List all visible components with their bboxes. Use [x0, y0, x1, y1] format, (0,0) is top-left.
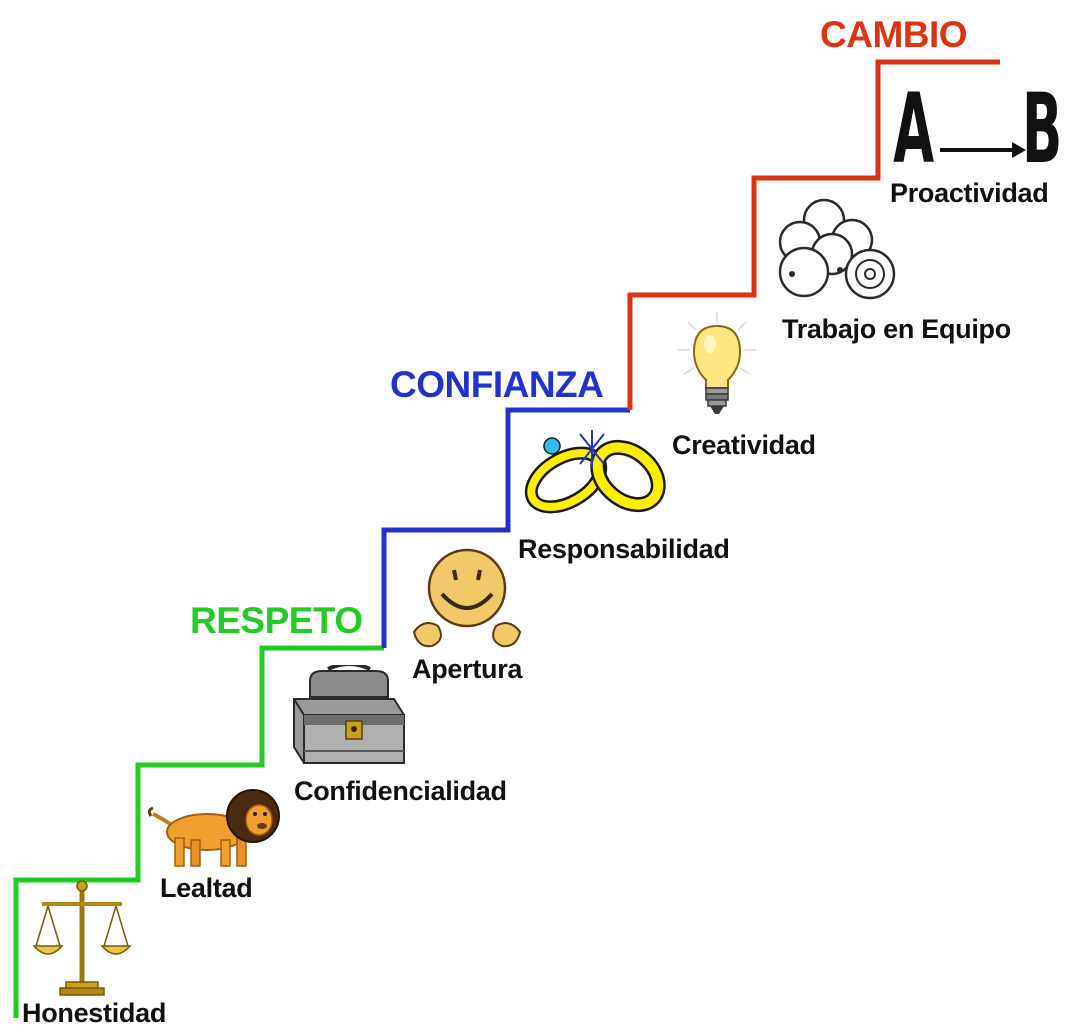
section-label-cambio: CAMBIO [820, 14, 968, 55]
smiley-icon [408, 540, 526, 652]
lightbulb-icon [672, 310, 762, 430]
step-label-honestidad: Honestidad [22, 998, 167, 1028]
chest-icon [290, 665, 408, 767]
section-label-respeto: RESPETO [190, 600, 363, 641]
a-to-b-icon: A B [890, 70, 1060, 170]
cambio-stair-line [627, 59, 1000, 410]
rings-icon [518, 424, 674, 526]
confianza-stair-line [381, 407, 630, 648]
a-to-b-to: B [1022, 74, 1060, 170]
step-label-creatividad: Creatividad [672, 430, 816, 460]
lion-icon [145, 780, 285, 872]
step-label-proactividad: Proactividad [890, 178, 1049, 208]
step-label-lealtad: Lealtad [160, 873, 253, 903]
step-label-responsabilidad: Responsabilidad [518, 534, 730, 564]
step-label-confidencialidad: Confidencialidad [294, 776, 507, 806]
step-label-trabajo-en-equipo: Trabajo en Equipo [782, 314, 1011, 344]
respeto-stair-line [13, 645, 384, 1018]
circles-icon [776, 194, 900, 304]
a-to-b-from: A [893, 74, 934, 170]
scales-icon [30, 878, 134, 998]
section-label-confianza: CONFIANZA [390, 364, 604, 405]
step-label-apertura: Apertura [412, 654, 523, 684]
